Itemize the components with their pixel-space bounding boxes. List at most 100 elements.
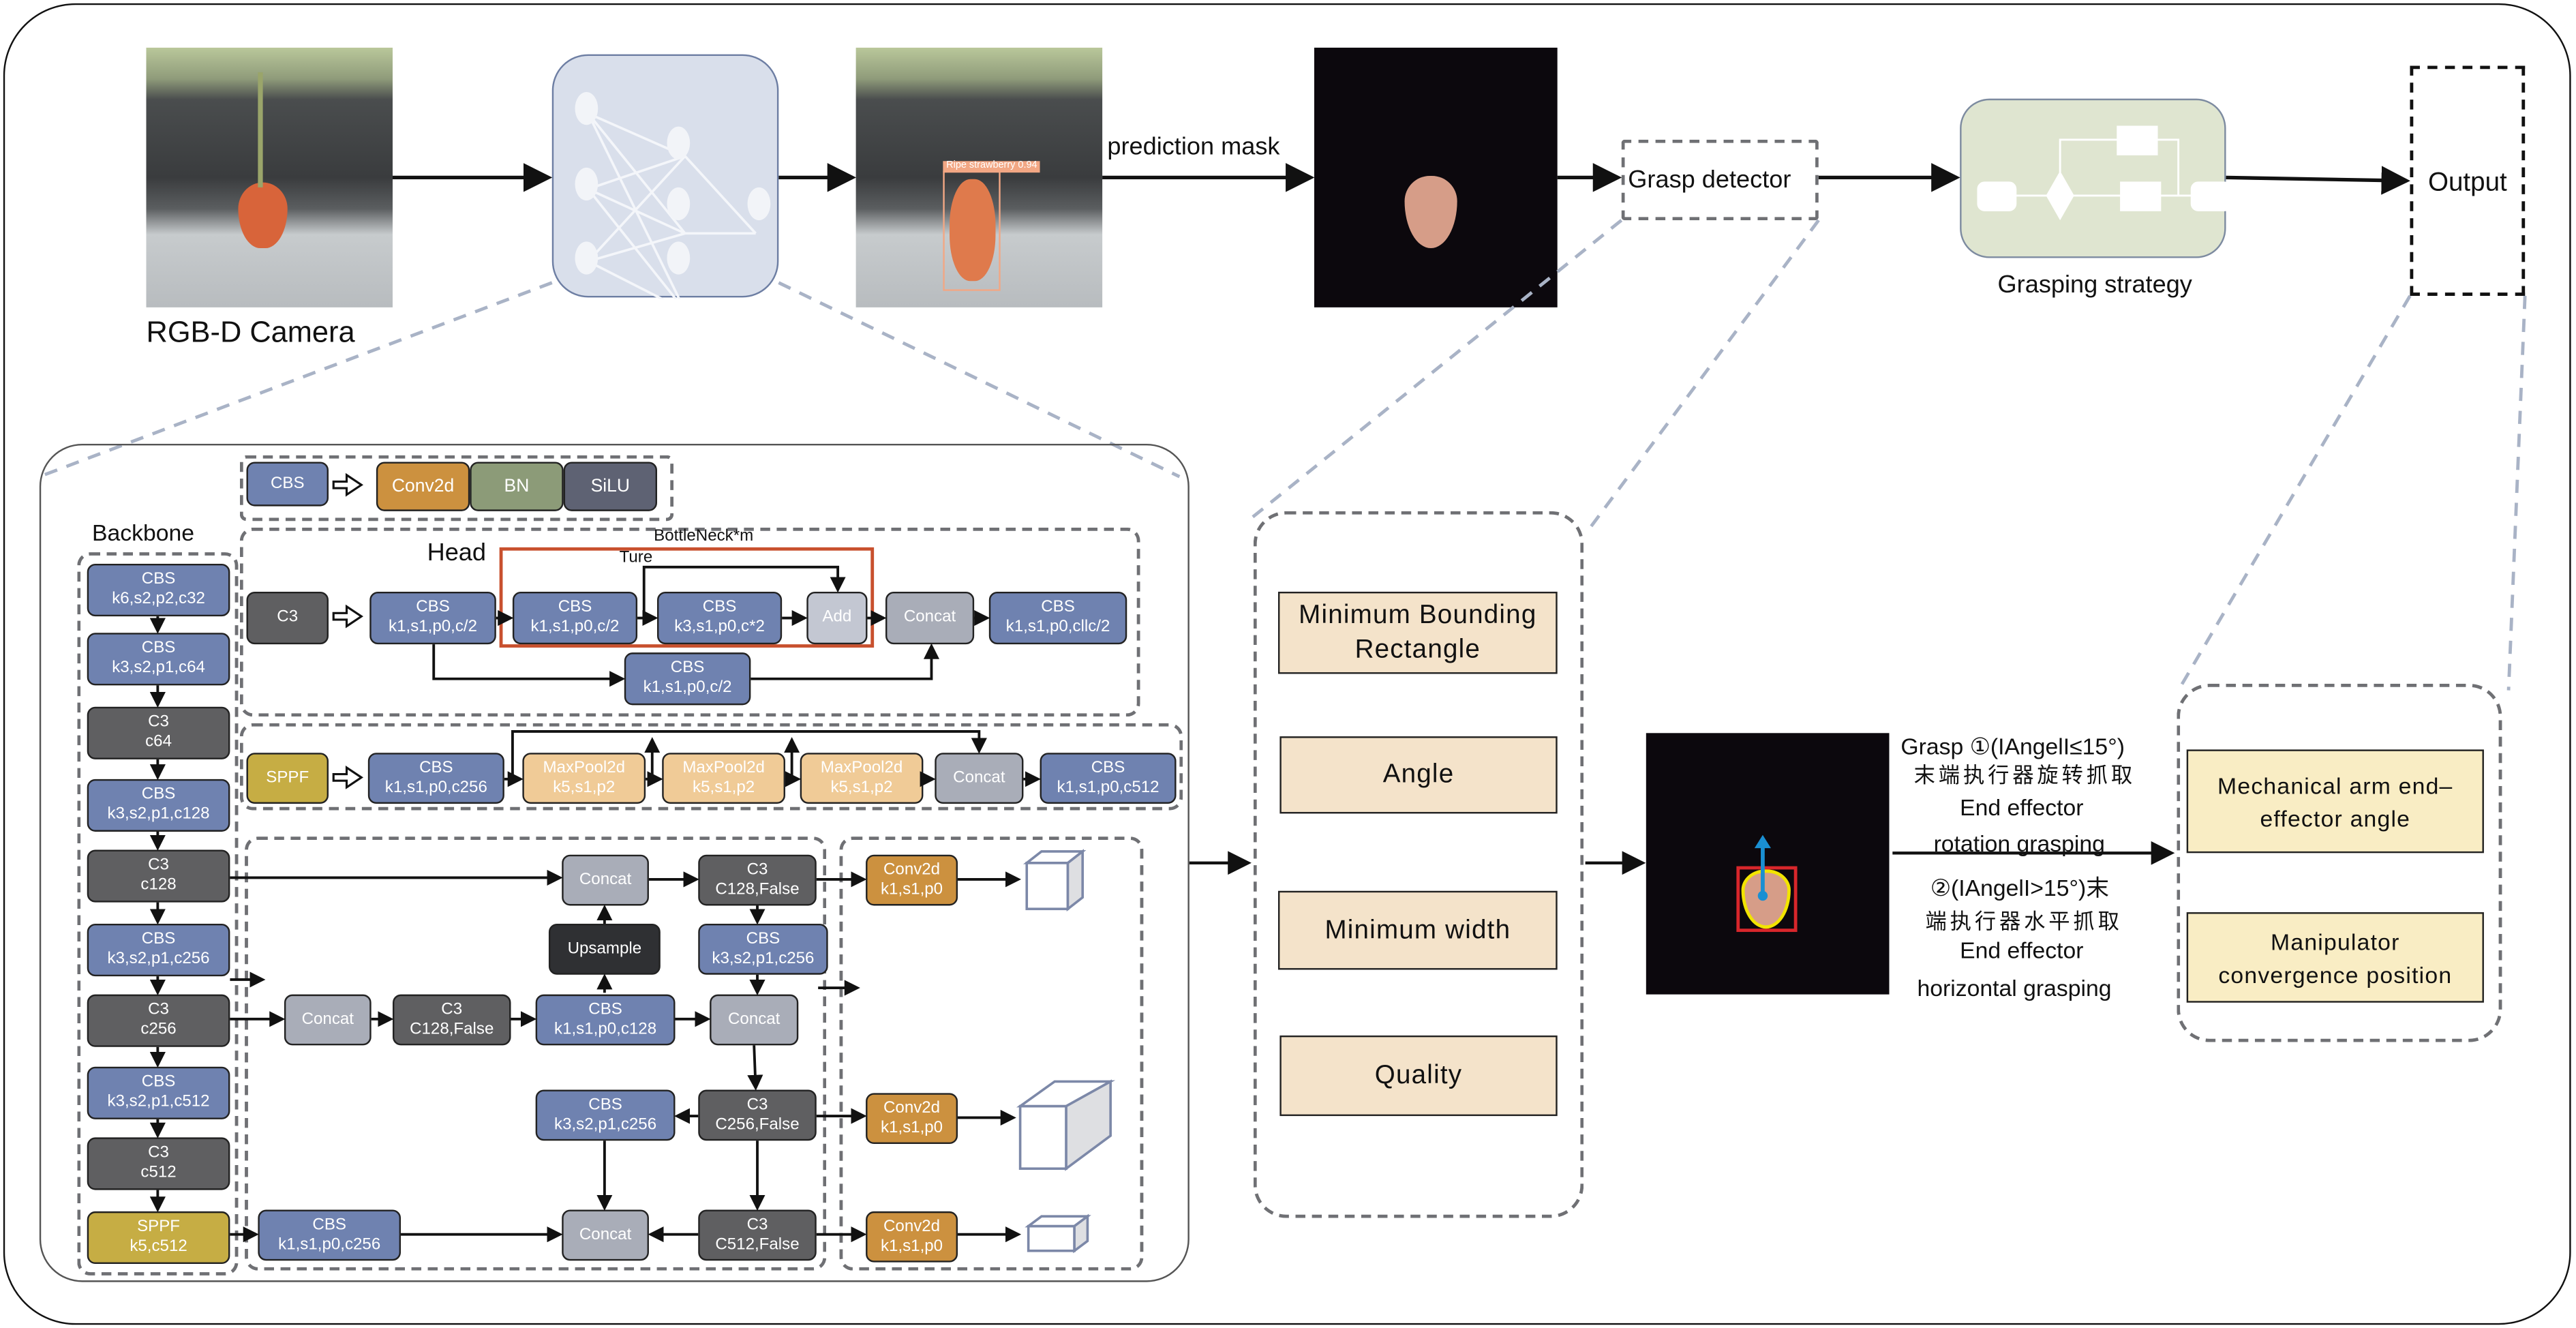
- legend-silu: SiLU: [563, 462, 658, 511]
- grasp-direction-arrow-icon: [1754, 834, 1771, 901]
- stem: [258, 72, 263, 187]
- grasping-strategy-label: Grasping strategy: [1997, 271, 2192, 299]
- c3-detail-add: Add: [806, 591, 868, 645]
- nn-node: [747, 187, 771, 221]
- zoom-guide-output-right: [2506, 295, 2527, 691]
- camera-photo: [146, 47, 393, 307]
- zoom-guide-grasp-left: [1250, 219, 1623, 519]
- param-minimum-width: Minimum width: [1277, 890, 1558, 970]
- zoom-guide-grasp-right: [1584, 219, 1820, 536]
- grasp-strawberry-outline: [1741, 869, 1791, 929]
- sppf-detail-group: [239, 723, 1183, 811]
- grasp-result-image: [1646, 733, 1890, 995]
- mask-strawberry: [1404, 175, 1457, 249]
- output-tensors: [1016, 849, 1116, 1254]
- detection-photo: Ripe strawberry 0.94: [855, 47, 1103, 307]
- grasp-mode-1-line-4: rotation grasping: [1933, 830, 2105, 857]
- nn-node: [575, 92, 598, 125]
- neural-network-icon: [587, 112, 757, 312]
- tensor-cube-large: [1018, 1104, 1067, 1171]
- c3-detail-group: [239, 527, 1140, 717]
- hollow-arrow-icon: [332, 472, 364, 497]
- grasp-detector-label: Grasp detector: [1628, 166, 1791, 194]
- grasp-mode-2-line-2: 端执行器水平抓取: [1925, 910, 2123, 935]
- nn-node: [667, 241, 691, 275]
- neck-concat-bottom: Concat: [562, 1209, 649, 1261]
- output-label: Output: [2427, 169, 2507, 198]
- nn-node: [575, 241, 598, 275]
- output-convergence-position: Manipulator convergence position: [2186, 912, 2484, 1003]
- grasp-bounding-box: [1736, 866, 1798, 933]
- param-minimum-bounding-rectangle: Minimum Bounding Rectangle: [1277, 591, 1558, 674]
- grasping-strategy-box: [1960, 98, 2232, 258]
- outer-frame: [3, 3, 2571, 1325]
- strawberry: [238, 182, 288, 249]
- flowchart-icon: [1977, 125, 2232, 221]
- network-panel: [39, 443, 1189, 1282]
- bottleneck-frame: [499, 547, 875, 648]
- sppf-detail-sppf: SPPF: [246, 753, 329, 804]
- prediction-mask-label: prediction mask: [1107, 133, 1280, 162]
- nn-node: [667, 126, 691, 160]
- c3-detail-concat: Concat: [885, 591, 975, 645]
- param-quality: Quality: [1279, 1035, 1558, 1117]
- arrow-strategy-to-output: [2226, 166, 2410, 195]
- c3-detail-c3: C3: [246, 591, 329, 645]
- nn-node: [667, 187, 691, 221]
- grasp-mode-2-line-3: End effector: [1960, 937, 2084, 963]
- backbone-title: Backbone: [91, 519, 195, 546]
- hollow-arrow-icon: [332, 604, 364, 629]
- true-label: Ture: [619, 549, 653, 567]
- backbone-group: [77, 552, 239, 1276]
- head-title: Head: [427, 539, 487, 567]
- detection-label: Ripe strawberry 0.94: [943, 161, 1041, 173]
- param-angle: Angle: [1279, 736, 1558, 814]
- output-box: [2410, 65, 2526, 296]
- camera-label: RGB-D Camera: [146, 315, 355, 349]
- grasp-mode-2-line-1: ②(IAngelI>15°)末: [1930, 874, 2109, 901]
- grasp-mode-1-line-1: Grasp ①(IAngelI≤15°): [1900, 733, 2125, 759]
- nn-node: [575, 167, 598, 201]
- output-end-effector-angle: Mechanical arm end– effector angle: [2186, 749, 2484, 854]
- mask-image: [1314, 47, 1558, 307]
- sppf-concat: Concat: [935, 753, 1024, 804]
- grasp-detector-box: [1621, 139, 1819, 221]
- legend-bn: BN: [470, 462, 564, 511]
- bottleneck-label: BottleNeck*m: [654, 527, 754, 546]
- legend-conv2d: Conv2d: [376, 462, 470, 511]
- cbs-legend-group: [239, 455, 674, 522]
- detect-group: [839, 836, 1144, 1271]
- tensor-cube-flat: [1027, 1224, 1076, 1252]
- grasp-mode-1-line-3: End effector: [1960, 794, 2084, 821]
- neck-concat-left: Concat: [284, 994, 372, 1046]
- grasp-mode-2-line-4: horizontal grasping: [1917, 974, 2112, 1001]
- grasp-params-group: [1253, 511, 1584, 1218]
- neck-group: [245, 836, 827, 1271]
